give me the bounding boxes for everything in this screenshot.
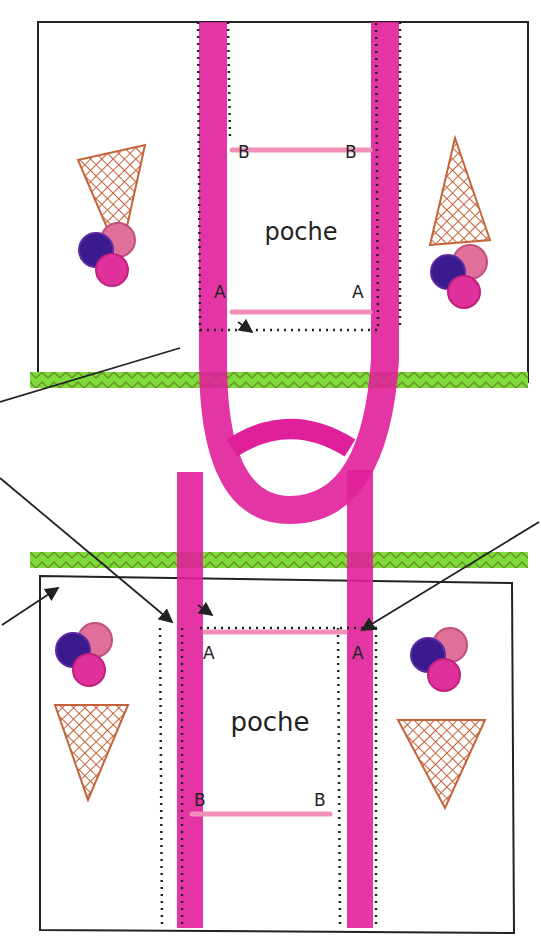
pocket-label: poche: [230, 708, 309, 737]
pocket-label: poche: [264, 219, 337, 245]
point-letter: A: [352, 284, 364, 301]
pocket-area: poche: [205, 640, 335, 805]
point-letter: A: [203, 645, 215, 662]
point-letter: A: [352, 645, 364, 662]
point-letter: B: [314, 792, 326, 809]
point-letter: B: [194, 792, 206, 809]
point-letter: A: [214, 284, 226, 301]
point-letter: B: [345, 144, 357, 161]
pocket-area: poche: [232, 160, 370, 305]
point-letter: B: [238, 144, 250, 161]
